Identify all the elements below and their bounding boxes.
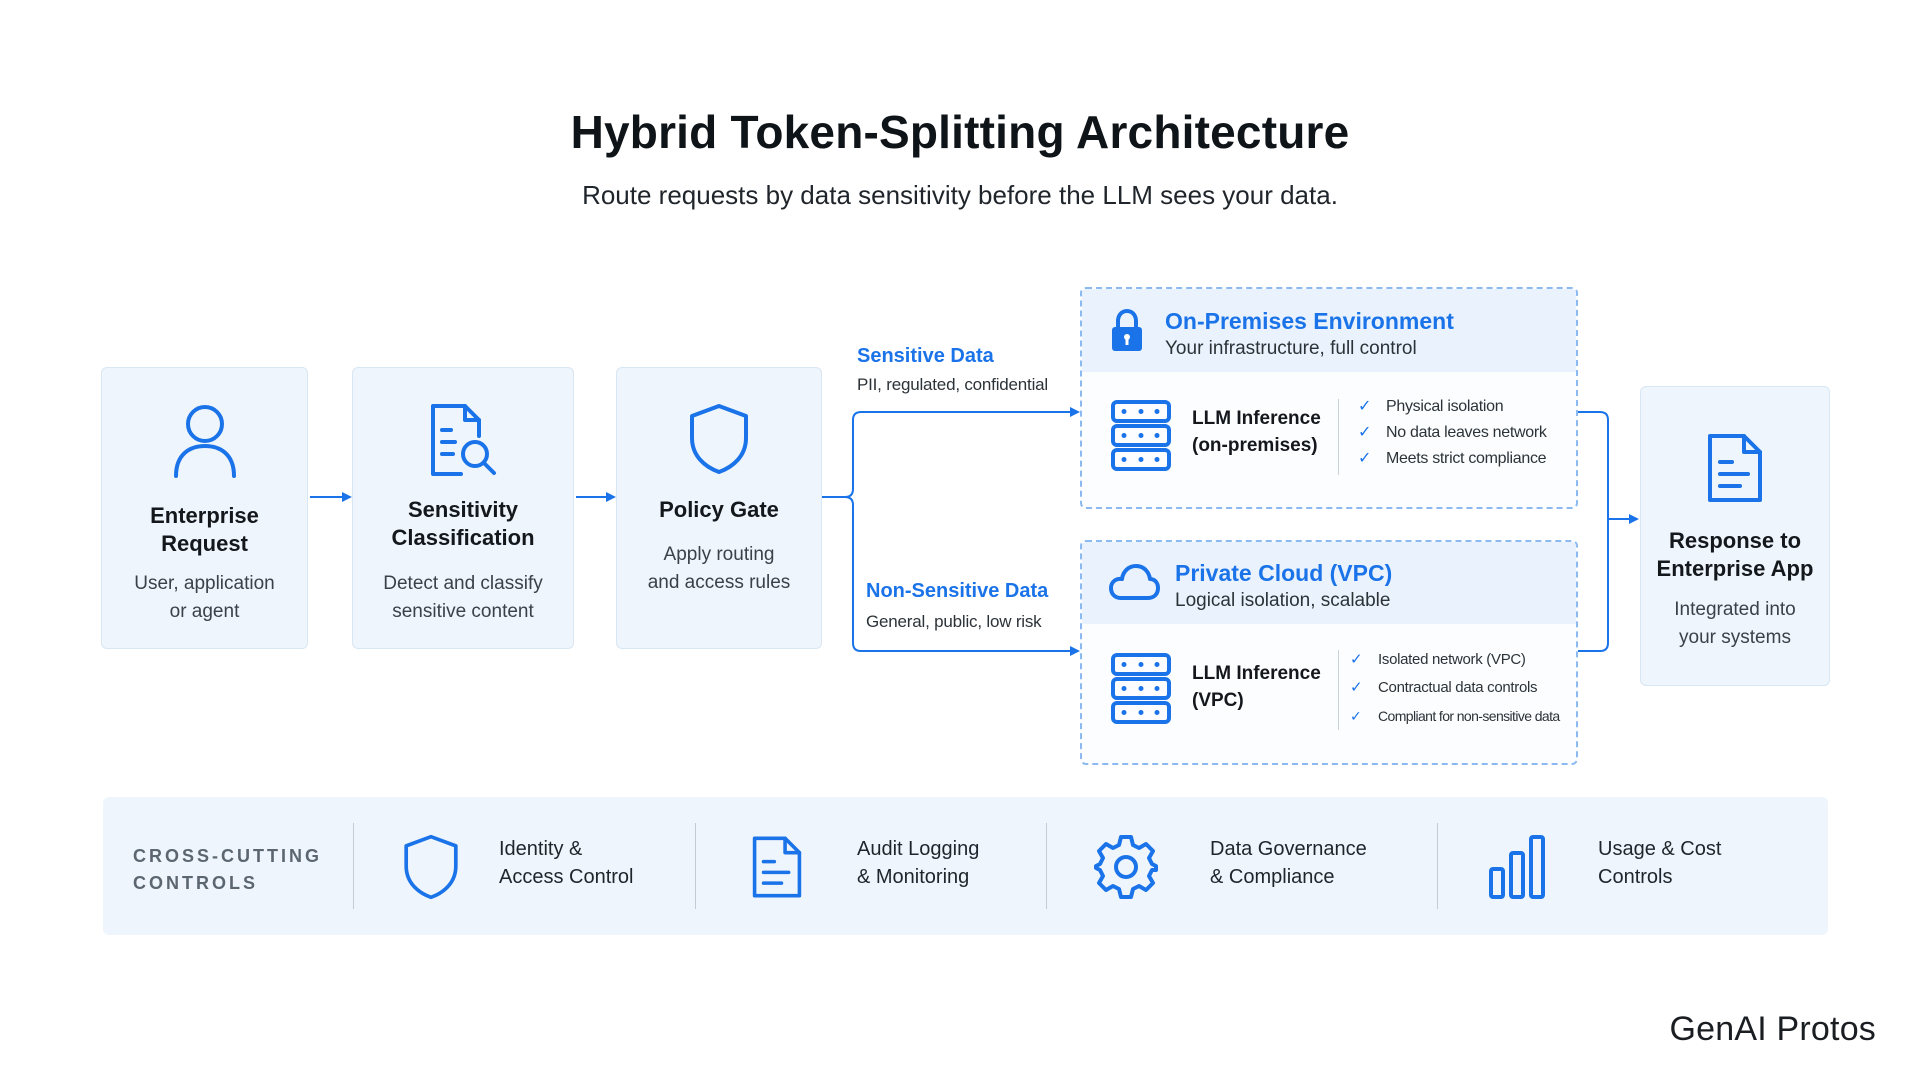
control-identity-access: Identity & Access Control bbox=[499, 838, 634, 888]
connector-policy-nonsensitive bbox=[844, 496, 1080, 656]
step-title-line: Sensitivity bbox=[407, 497, 519, 522]
divider bbox=[1338, 650, 1339, 730]
page-title: Hybrid Token-Splitting Architecture bbox=[570, 106, 1350, 158]
environment-subtitle: Logical isolation, scalable bbox=[1175, 590, 1391, 611]
page-subtitle: Route requests by data sensitivity befor… bbox=[582, 180, 1338, 210]
shield-icon bbox=[617, 402, 821, 476]
environment-on-premises: On-Premises Environment Your infrastruct… bbox=[1080, 287, 1578, 509]
check-item: Compliant for non-sensitive data bbox=[1350, 702, 1576, 730]
compliance-checklist: Physical isolation No data leaves networ… bbox=[1358, 394, 1547, 472]
step-desc-line: sensitive content bbox=[392, 601, 534, 622]
bar-chart-icon bbox=[1477, 827, 1557, 907]
llm-inference-label: LLM Inference bbox=[1192, 663, 1321, 684]
step-desc-line: or agent bbox=[169, 601, 240, 622]
step-title-line: Request bbox=[161, 531, 248, 556]
route-sensitive-subtitle: PII, regulated, confidential bbox=[857, 375, 1048, 394]
step-title-line: Response to bbox=[1668, 528, 1802, 553]
environment-title: On-Premises Environment bbox=[1165, 308, 1454, 334]
divider bbox=[1046, 823, 1047, 909]
compliance-checklist: Isolated network (VPC) Contractual data … bbox=[1350, 646, 1576, 730]
server-icon bbox=[1110, 399, 1172, 476]
environment-title: Private Cloud (VPC) bbox=[1175, 560, 1393, 586]
divider bbox=[1437, 823, 1438, 909]
control-audit-logging: Audit Logging & Monitoring bbox=[857, 838, 980, 888]
document-icon bbox=[737, 827, 817, 907]
llm-inference-label: LLM Inference bbox=[1192, 408, 1321, 429]
shield-icon bbox=[391, 827, 471, 907]
gear-icon bbox=[1086, 827, 1166, 907]
cross-cutting-label-line: CROSS-CUTTING bbox=[133, 846, 322, 866]
environment-subtitle: Your infrastructure, full control bbox=[1165, 338, 1417, 359]
step-title-line: Policy Gate bbox=[659, 497, 779, 522]
check-item: Isolated network (VPC) bbox=[1350, 646, 1576, 674]
document-search-icon bbox=[353, 402, 573, 478]
step-title-line: Classification bbox=[391, 525, 535, 550]
route-nonsensitive-title: Non-Sensitive Data bbox=[866, 580, 1049, 602]
route-nonsensitive-subtitle: General, public, low risk bbox=[866, 612, 1042, 631]
user-icon bbox=[102, 402, 307, 478]
route-sensitive-title: Sensitive Data bbox=[857, 345, 994, 367]
check-item: Physical isolation bbox=[1358, 394, 1547, 420]
brand-logo-text: GenAI Protos bbox=[1669, 1010, 1876, 1048]
cross-cutting-label-line: CONTROLS bbox=[133, 873, 258, 893]
divider bbox=[353, 823, 354, 909]
check-item: Meets strict compliance bbox=[1358, 446, 1547, 472]
cross-cutting-controls-bar: CROSS-CUTTING CONTROLS Identity & Access… bbox=[103, 797, 1828, 935]
server-icon bbox=[1110, 652, 1172, 729]
step-card-enterprise-request: Enterprise Request User, application or … bbox=[101, 367, 308, 649]
step-card-response: Response to Enterprise App Integrated in… bbox=[1640, 386, 1830, 686]
control-usage-cost: Usage & Cost Controls bbox=[1598, 838, 1722, 888]
divider bbox=[695, 823, 696, 909]
step-title-line: Enterprise App bbox=[1656, 556, 1814, 581]
step-desc-line: User, application bbox=[134, 573, 275, 594]
step-title-line: Enterprise bbox=[150, 503, 259, 528]
connector-onprem-response bbox=[1578, 411, 1609, 652]
step-desc-line: Detect and classify bbox=[383, 573, 543, 594]
environment-header bbox=[1082, 289, 1576, 372]
control-data-governance: Data Governance & Compliance bbox=[1210, 838, 1367, 888]
cross-cutting-label: CROSS-CUTTING CONTROLS bbox=[133, 843, 322, 897]
cloud-icon bbox=[1108, 562, 1160, 607]
connector-policy-split bbox=[822, 407, 1080, 498]
llm-inference-sublabel: (VPC) bbox=[1192, 690, 1244, 711]
check-item: Contractual data controls bbox=[1350, 674, 1576, 702]
step-desc-line: your systems bbox=[1679, 627, 1791, 648]
environment-header bbox=[1082, 542, 1576, 624]
divider bbox=[1338, 399, 1339, 475]
environment-private-cloud: Private Cloud (VPC) Logical isolation, s… bbox=[1080, 540, 1578, 765]
lock-icon bbox=[1110, 308, 1144, 358]
step-desc-line: and access rules bbox=[647, 572, 791, 593]
step-card-policy-gate: Policy Gate Apply routing and access rul… bbox=[616, 367, 822, 649]
check-item: No data leaves network bbox=[1358, 420, 1547, 446]
step-card-sensitivity-classification: Sensitivity Classification Detect and cl… bbox=[352, 367, 574, 649]
step-desc-line: Integrated into bbox=[1674, 599, 1796, 620]
llm-inference-sublabel: (on-premises) bbox=[1192, 435, 1318, 456]
document-icon bbox=[1641, 432, 1829, 504]
step-desc-line: Apply routing bbox=[663, 544, 775, 565]
